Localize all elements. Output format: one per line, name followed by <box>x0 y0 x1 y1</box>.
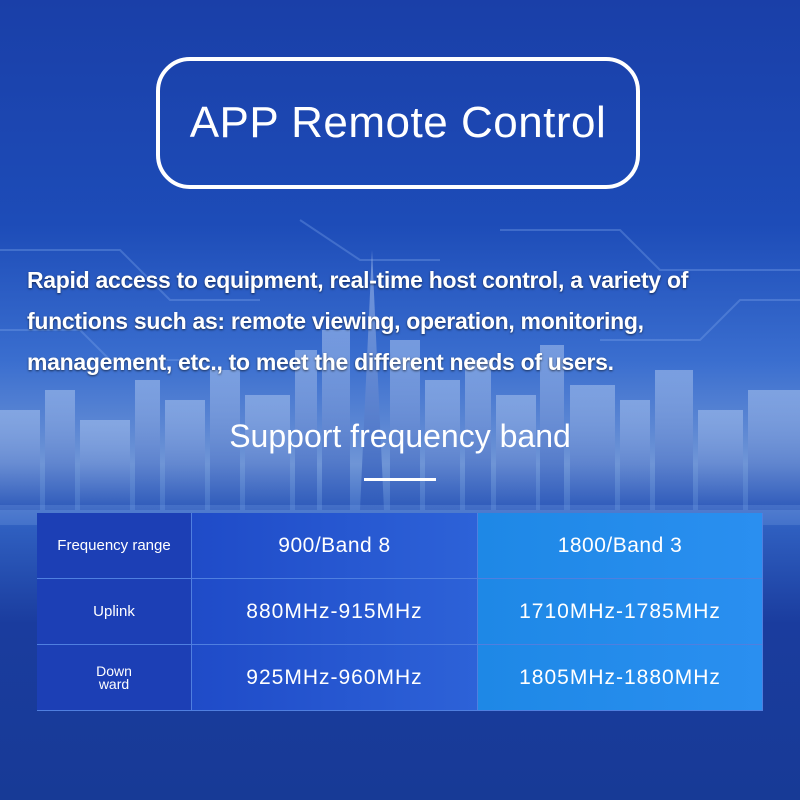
row-label-downward: Down ward <box>37 645 192 711</box>
row-label-frequency-range: Frequency range <box>37 513 192 579</box>
cell-uplink-900: 880MHz-915MHz <box>192 579 478 645</box>
frequency-band-table: Frequency range 900/Band 8 1800/Band 3 U… <box>37 513 763 711</box>
section-title: Support frequency band <box>229 418 571 454</box>
row-label-uplink: Uplink <box>37 579 192 645</box>
cell-downward-900: 925MHz-960MHz <box>192 645 478 711</box>
title-box: APP Remote Control <box>156 57 640 189</box>
cell-band-1800: 1800/Band 3 <box>478 513 763 579</box>
cell-uplink-1800: 1710MHz-1785MHz <box>478 579 763 645</box>
section-underline <box>364 478 436 481</box>
downward-label-text: Down ward <box>96 662 132 692</box>
page-title: APP Remote Control <box>189 98 607 147</box>
cell-downward-1800: 1805MHz-1880MHz <box>478 645 763 711</box>
cell-band-900: 900/Band 8 <box>192 513 478 579</box>
description-text: Rapid access to equipment, real-time hos… <box>27 267 689 375</box>
